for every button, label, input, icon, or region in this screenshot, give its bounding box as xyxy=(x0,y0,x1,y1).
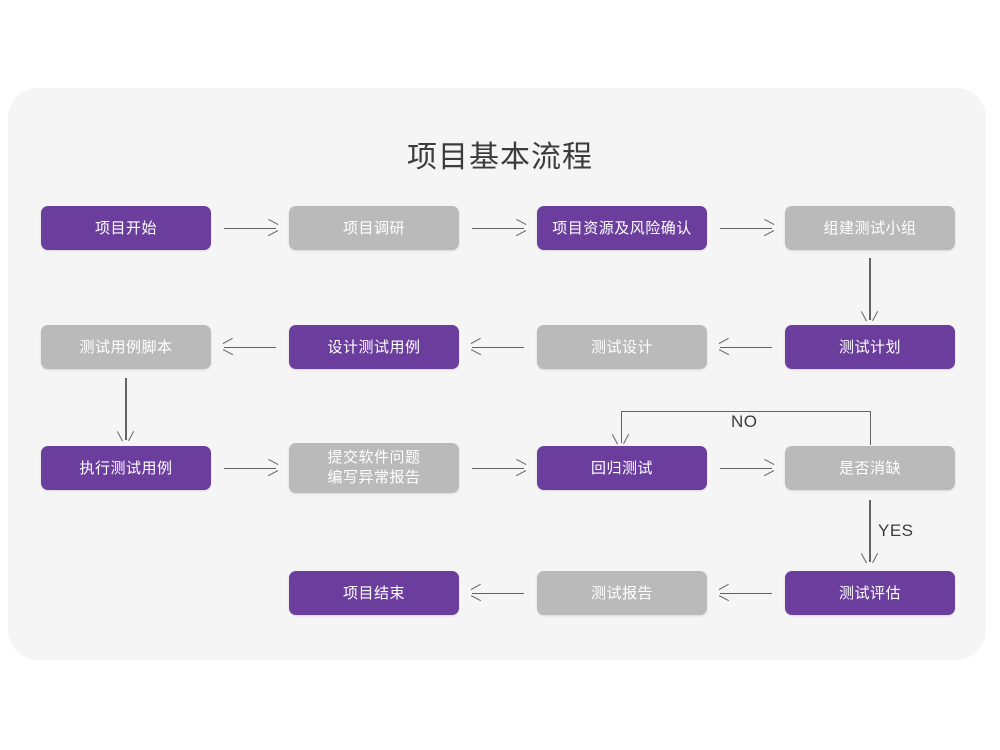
arrow-head-right-icon xyxy=(763,222,773,234)
node-test-design[interactable]: 测试设计 xyxy=(537,325,707,369)
node-label: 项目开始 xyxy=(94,219,157,237)
node-label-line1: 提交软件问题 xyxy=(327,449,421,466)
page-title: 项目基本流程 xyxy=(407,141,593,174)
arrow-submit-issue-to-regression xyxy=(472,461,524,475)
arrow-shaft xyxy=(472,227,524,229)
arrow-defect-check-to-evaluation xyxy=(863,500,877,562)
node-label: 组建测试小组 xyxy=(823,219,917,237)
node-defect-cleared-check[interactable]: 是否消缺 xyxy=(785,446,955,490)
arrow-evaluation-to-report xyxy=(720,586,772,600)
arrow-shaft xyxy=(472,467,524,469)
arrow-regression-to-defect-check xyxy=(720,461,772,475)
arrow-research-to-resource-risk xyxy=(472,221,524,235)
node-label: 测试设计 xyxy=(590,338,653,356)
node-project-start[interactable]: 项目开始 xyxy=(41,206,211,250)
loop-no-right-segment xyxy=(869,411,871,445)
node-test-plan[interactable]: 测试计划 xyxy=(785,325,955,369)
node-design-test-case[interactable]: 设计测试用例 xyxy=(289,325,459,369)
node-label: 项目调研 xyxy=(342,219,405,237)
arrow-head-left-icon xyxy=(223,341,233,353)
arrow-shaft xyxy=(720,227,772,229)
arrow-shaft xyxy=(720,592,772,594)
arrow-script-to-execute xyxy=(119,378,133,440)
node-label: 测试用例脚本 xyxy=(79,338,173,356)
node-project-end[interactable]: 项目结束 xyxy=(289,571,459,615)
arrow-shaft xyxy=(869,500,871,562)
arrow-shaft xyxy=(869,258,871,320)
arrow-report-to-project-end xyxy=(472,586,524,600)
arrow-resource-risk-to-team xyxy=(720,221,772,235)
arrow-head-right-icon xyxy=(763,462,773,474)
node-label: 设计测试用例 xyxy=(327,338,421,356)
arrow-team-to-test-plan xyxy=(863,258,877,320)
arrow-execute-to-submit-issue xyxy=(224,461,276,475)
arrow-head-right-icon xyxy=(267,222,277,234)
arrow-shaft xyxy=(720,467,772,469)
arrow-test-plan-to-test-design xyxy=(720,340,772,354)
node-resource-risk-confirm[interactable]: 项目资源及风险确认 xyxy=(537,206,707,250)
arrow-head-down-icon xyxy=(864,553,876,563)
arrow-shaft xyxy=(224,346,276,348)
arrow-head-down-icon xyxy=(615,434,627,444)
node-label: 测试报告 xyxy=(590,584,653,602)
node-label: 项目资源及风险确认 xyxy=(552,219,692,237)
node-label: 项目结束 xyxy=(342,584,405,602)
flowchart-panel xyxy=(8,88,986,660)
arrow-head-left-icon xyxy=(719,341,729,353)
edge-label-yes: YES xyxy=(878,521,914,540)
node-execute-test-case[interactable]: 执行测试用例 xyxy=(41,446,211,490)
node-submit-issue-report[interactable]: 提交软件问题 编写异常报告 xyxy=(289,443,459,493)
arrow-start-to-research xyxy=(224,221,276,235)
node-label: 执行测试用例 xyxy=(79,459,173,477)
node-test-report[interactable]: 测试报告 xyxy=(537,571,707,615)
arrow-shaft xyxy=(472,346,524,348)
node-label: 测试评估 xyxy=(838,584,901,602)
node-label: 是否消缺 xyxy=(838,459,901,477)
arrow-shaft xyxy=(224,227,276,229)
arrow-head-left-icon xyxy=(471,587,481,599)
node-label-line2: 编写异常报告 xyxy=(327,469,421,486)
loop-no-horizontal-segment xyxy=(621,411,871,413)
arrow-head-down-icon xyxy=(120,431,132,441)
arrow-head-left-icon xyxy=(719,587,729,599)
arrow-design-to-script xyxy=(224,340,276,354)
arrow-shaft xyxy=(224,467,276,469)
arrow-head-left-icon xyxy=(471,341,481,353)
node-regression-test[interactable]: 回归测试 xyxy=(537,446,707,490)
arrow-test-design-to-design-case xyxy=(472,340,524,354)
node-test-case-script[interactable]: 测试用例脚本 xyxy=(41,325,211,369)
node-test-evaluation[interactable]: 测试评估 xyxy=(785,571,955,615)
arrow-shaft xyxy=(720,346,772,348)
arrow-head-right-icon xyxy=(515,222,525,234)
arrow-head-right-icon xyxy=(515,462,525,474)
node-label: 回归测试 xyxy=(590,459,653,477)
arrow-shaft xyxy=(472,592,524,594)
loop-no-left-segment xyxy=(620,411,622,443)
node-project-research[interactable]: 项目调研 xyxy=(289,206,459,250)
arrow-shaft xyxy=(125,378,127,440)
edge-label-no: NO xyxy=(731,412,758,431)
arrow-head-right-icon xyxy=(267,462,277,474)
node-label: 测试计划 xyxy=(838,338,901,356)
node-build-test-team[interactable]: 组建测试小组 xyxy=(785,206,955,250)
arrow-head-down-icon xyxy=(864,311,876,321)
